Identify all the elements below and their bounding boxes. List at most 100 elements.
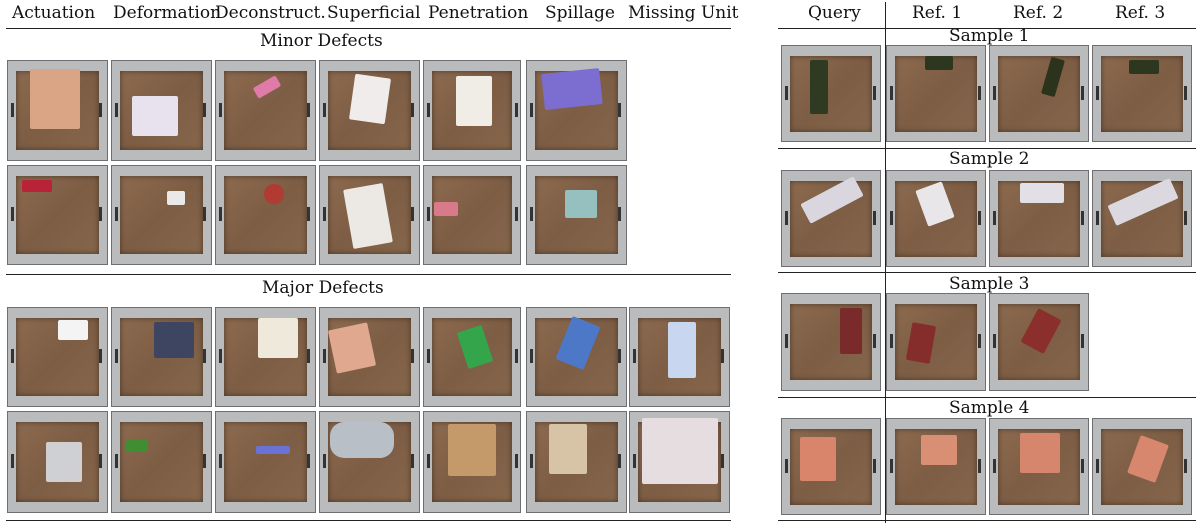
product-item xyxy=(1041,56,1065,98)
product-item xyxy=(549,424,587,474)
tote-image xyxy=(7,60,108,161)
product-item xyxy=(555,316,601,370)
tote-image xyxy=(423,60,521,161)
product-item xyxy=(343,182,393,250)
product-item xyxy=(327,322,377,374)
tote-image xyxy=(111,60,212,161)
header-spillage: Spillage xyxy=(545,3,615,23)
product-item xyxy=(252,75,282,99)
query-divider xyxy=(885,2,886,523)
sample-1-rule xyxy=(778,148,1196,149)
sample-2-label: Sample 2 xyxy=(949,149,1030,169)
tote-image xyxy=(1092,418,1192,515)
tote-image xyxy=(7,307,108,407)
sample-3-rule xyxy=(778,397,1196,398)
header-query: Query xyxy=(808,3,861,23)
tote-image xyxy=(629,307,730,407)
right-bottom-rule xyxy=(778,520,1196,521)
tote-image xyxy=(886,418,986,515)
product-item xyxy=(46,442,82,482)
product-item xyxy=(1127,435,1169,483)
product-item xyxy=(1020,433,1060,473)
product-item xyxy=(1107,178,1179,226)
sample-4-label: Sample 4 xyxy=(949,398,1030,418)
product-item xyxy=(348,73,392,125)
product-item xyxy=(905,322,937,364)
product-item xyxy=(30,69,80,129)
header-actuation: Actuation xyxy=(12,3,96,23)
product-item xyxy=(167,191,185,205)
tote-image xyxy=(629,411,730,513)
product-item xyxy=(921,435,957,465)
left-header-rule xyxy=(6,28,731,29)
header-ref-2: Ref. 2 xyxy=(1013,3,1064,23)
minor-section-rule xyxy=(6,274,731,275)
product-item xyxy=(256,446,290,454)
product-item xyxy=(925,56,953,70)
section-major-defects: Major Defects xyxy=(262,278,384,298)
product-item xyxy=(434,202,458,216)
product-item xyxy=(126,440,148,452)
product-item xyxy=(264,184,284,204)
product-item xyxy=(915,181,955,227)
header-deconstruct: Deconstruct. xyxy=(215,3,326,23)
tote-image xyxy=(526,307,627,407)
product-item xyxy=(1020,308,1062,354)
tote-image xyxy=(319,165,420,265)
product-item xyxy=(800,437,836,481)
tote-image xyxy=(319,60,420,161)
tote-image xyxy=(989,293,1089,391)
tote-image xyxy=(781,170,881,267)
tote-image xyxy=(526,165,627,265)
product-item xyxy=(642,418,718,484)
section-minor-defects: Minor Defects xyxy=(260,31,383,51)
tote-image xyxy=(423,411,521,513)
left-bottom-rule xyxy=(6,520,731,521)
tote-image xyxy=(319,411,420,513)
product-item xyxy=(456,324,494,370)
tote-image xyxy=(111,411,212,513)
tote-image xyxy=(526,411,627,513)
product-item xyxy=(456,76,492,126)
tote-image xyxy=(7,411,108,513)
header-penetration: Penetration xyxy=(428,3,529,23)
tote-image xyxy=(423,165,521,265)
product-item xyxy=(668,322,696,378)
sample-1-label: Sample 1 xyxy=(949,26,1030,46)
right-header-rule xyxy=(778,28,1196,29)
product-item xyxy=(810,60,828,114)
tote-image xyxy=(111,165,212,265)
product-item xyxy=(840,308,862,354)
tote-image xyxy=(989,45,1089,142)
header-superficial: Superficial xyxy=(327,3,421,23)
tote-image xyxy=(886,293,986,391)
tote-image xyxy=(215,307,316,407)
product-item xyxy=(1020,183,1064,203)
tote-image xyxy=(781,293,881,391)
product-item xyxy=(22,180,52,192)
tote-image xyxy=(7,165,108,265)
tote-image xyxy=(215,60,316,161)
sample-2-rule xyxy=(778,272,1196,273)
product-item xyxy=(330,422,394,458)
header-ref-3: Ref. 3 xyxy=(1115,3,1166,23)
product-item xyxy=(258,318,298,358)
tote-image xyxy=(215,165,316,265)
product-item xyxy=(448,424,496,476)
tote-image xyxy=(1092,45,1192,142)
tote-image xyxy=(886,45,986,142)
tote-image xyxy=(423,307,521,407)
product-item xyxy=(132,96,178,136)
product-item xyxy=(565,190,597,218)
tote-image xyxy=(781,418,881,515)
tote-image xyxy=(886,170,986,267)
tote-image xyxy=(1092,170,1192,267)
tote-image xyxy=(526,60,627,161)
tote-image xyxy=(319,307,420,407)
product-item xyxy=(58,320,88,340)
tote-image xyxy=(215,411,316,513)
product-item xyxy=(154,322,194,358)
tote-image xyxy=(781,45,881,142)
tote-image xyxy=(989,170,1089,267)
sample-3-label: Sample 3 xyxy=(949,274,1030,294)
